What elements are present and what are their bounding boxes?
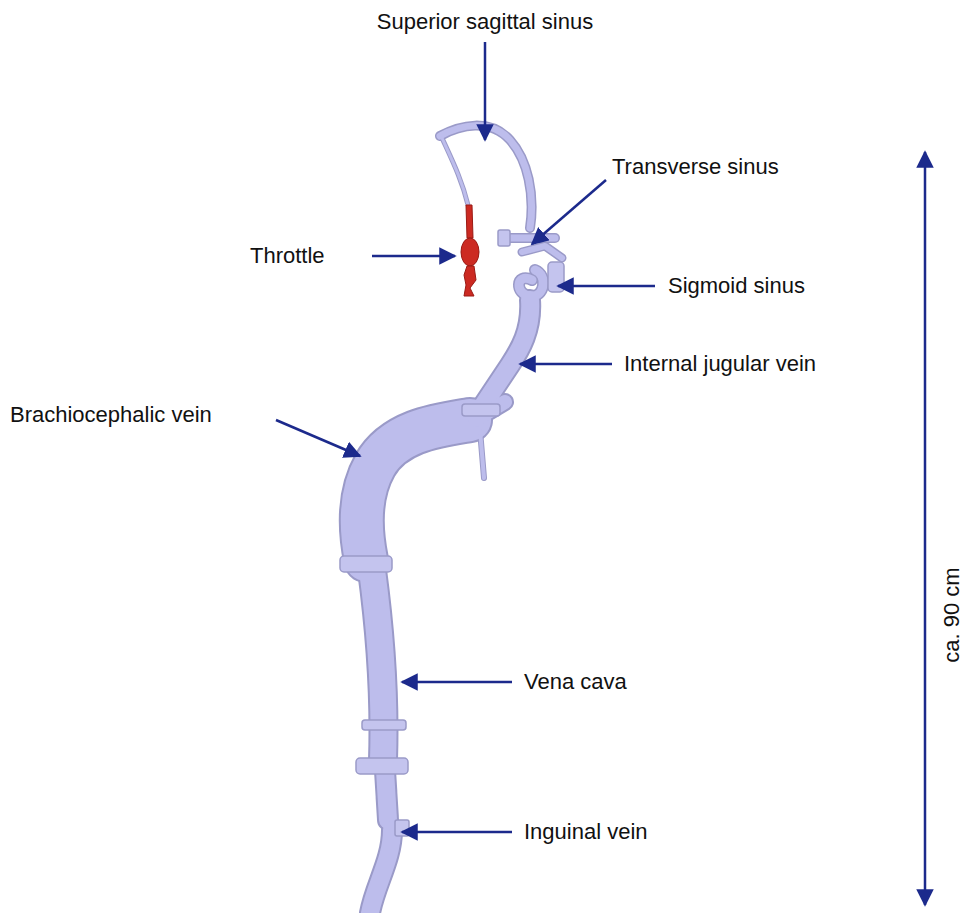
vessel-label: Brachiocephalic vein: [10, 402, 212, 428]
vessel-label: Sigmoid sinus: [668, 273, 805, 299]
dimension-label: ca. 90 cm: [939, 567, 965, 662]
dimension-arrow: [924, 152, 927, 905]
part-label: Throttle: [250, 243, 325, 269]
throttle-part: [461, 205, 479, 296]
vessel-label: Internal jugular vein: [624, 351, 816, 377]
vessel-label: Inguinal vein: [524, 819, 648, 845]
vessel-label: Vena cava: [524, 669, 627, 695]
leader-arrow: [276, 42, 655, 832]
flange: [340, 230, 564, 836]
vessel-label: Transverse sinus: [612, 154, 779, 180]
vessel-label: Superior sagittal sinus: [377, 9, 593, 35]
